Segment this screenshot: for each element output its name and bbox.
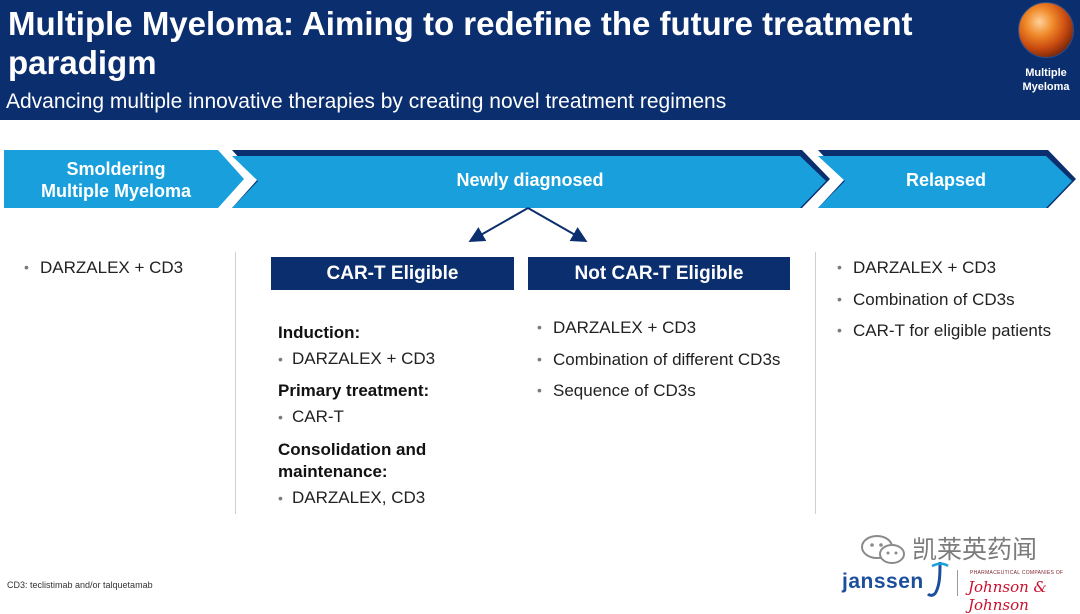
list-item-text: Combination of CD3s <box>853 289 1015 309</box>
page-subtitle: Advancing multiple innovative therapies … <box>6 90 727 113</box>
relapsed-therapy-list: • DARZALEX + CD3 • Combination of CD3s • CA… <box>837 252 1051 347</box>
footnote: CD3: teclistimab and/or talquetamab <box>7 580 153 590</box>
bullet-dot-icon: • <box>278 490 283 506</box>
wechat-icon <box>861 535 905 564</box>
primary-treatment-item: • CAR-T <box>278 406 344 428</box>
list-item-text: DARZALEX + CD3 <box>553 318 697 337</box>
stage-smoldering-label: Smoldering Multiple Myeloma <box>4 158 228 202</box>
list-item: • Sequence of CD3s <box>537 375 780 407</box>
smoldering-therapy-list: • DARZALEX + CD3 <box>24 252 183 284</box>
induction-item-text: DARZALEX + CD3 <box>292 349 436 368</box>
primary-treatment-label: Primary treatment: <box>278 381 430 400</box>
bullet-dot-icon: • <box>24 259 29 275</box>
bullet-dot-icon: • <box>837 290 842 307</box>
bullet-dot-icon: • <box>278 409 283 425</box>
not-car-t-therapy-list: • DARZALEX + CD3 • Combination of differen… <box>537 312 780 407</box>
janssen-logo: janssen <box>842 570 924 593</box>
list-item-text: Sequence of CD3s <box>553 381 696 400</box>
list-item-text: DARZALEX + CD3 <box>853 258 997 277</box>
header-banner: Multiple Myeloma: Aiming to redefine the… <box>0 0 1080 120</box>
stage-smoldering-line2: Multiple Myeloma <box>40 181 192 201</box>
badge-label: Multiple Myeloma <box>1014 66 1078 94</box>
bullet-dot-icon: • <box>837 322 842 338</box>
consolidation-label: Consolidation and maintenance: <box>278 439 426 483</box>
bullet-dot-icon: • <box>537 382 542 398</box>
list-item: • Combination of CD3s <box>837 284 1051 316</box>
consolidation-label-line1: Consolidation and <box>278 440 427 459</box>
induction-item: • DARZALEX + CD3 <box>278 348 435 370</box>
newly-diagnosed-arrow-shape <box>232 156 826 208</box>
list-item: • DARZALEX + CD3 <box>24 252 183 284</box>
consolidation-label-line2: maintenance: <box>278 462 388 481</box>
watermark-text: 凯莱英药闻 <box>912 536 1038 564</box>
stage-smoldering-line1: Smoldering <box>66 159 166 179</box>
car-t-eligible-heading: CAR-T Eligible <box>271 257 514 290</box>
treatment-stage-arrows <box>4 150 1076 208</box>
split-arrow-icon <box>468 207 588 242</box>
badge-label-line2: Myeloma <box>1022 81 1070 93</box>
induction-label: Induction: <box>278 323 361 342</box>
logo-separator <box>957 570 958 596</box>
bullet-dot-icon: • <box>537 350 542 367</box>
jnj-tagline: PHARMACEUTICAL COMPANIES OF <box>970 570 1064 576</box>
column-divider-right <box>815 252 816 514</box>
list-item: • Combination of different CD3s <box>537 344 780 376</box>
relapsed-arrow-shape <box>818 156 1072 208</box>
bullet-dot-icon: • <box>278 351 283 367</box>
myeloma-cell-image <box>1018 2 1074 58</box>
myeloma-badge: Multiple Myeloma <box>1014 2 1078 94</box>
not-car-t-eligible-heading: Not CAR-T Eligible <box>528 257 790 290</box>
list-item: • DARZALEX + CD3 <box>837 252 1051 284</box>
consolidation-item: • DARZALEX, CD3 <box>278 487 425 509</box>
janssen-swoosh-icon <box>926 561 949 597</box>
list-item-text: DARZALEX + CD3 <box>40 258 184 277</box>
jnj-logo: Johnson & Johnson <box>968 578 1047 614</box>
consolidation-item-text: DARZALEX, CD3 <box>292 488 426 507</box>
list-item-text: Combination of different CD3s <box>553 349 781 369</box>
list-item: • CAR-T for eligible patients <box>837 315 1051 347</box>
smoldering-arrow-shape <box>4 150 244 208</box>
list-item-text: CAR-T for eligible patients <box>853 321 1052 340</box>
badge-label-line1: Multiple <box>1025 67 1067 79</box>
stage-relapsed-label: Relapsed <box>905 170 987 190</box>
bullet-dot-icon: • <box>837 259 842 275</box>
column-divider-left <box>235 252 236 514</box>
list-item: • DARZALEX + CD3 <box>537 312 780 344</box>
primary-treatment-item-text: CAR-T <box>292 407 344 426</box>
page-title: Multiple Myeloma: Aiming to redefine the… <box>8 5 913 81</box>
stage-newly-diagnosed-label: Newly diagnosed <box>456 170 604 190</box>
bullet-dot-icon: • <box>537 319 542 335</box>
